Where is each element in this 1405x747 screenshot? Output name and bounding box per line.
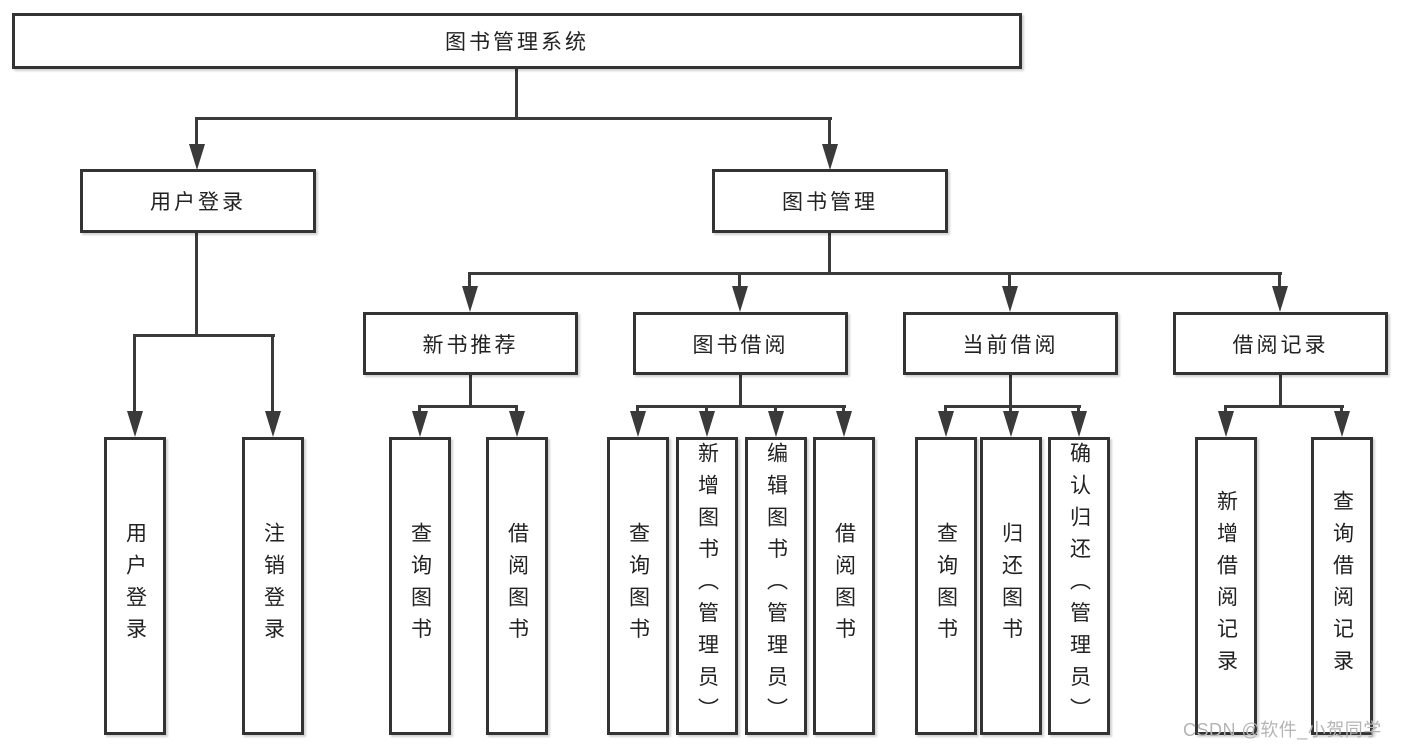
connector-book-management-stem	[828, 233, 831, 274]
connector-split-level3	[468, 272, 1282, 275]
connector-leaf-return-books-drop	[1009, 405, 1012, 415]
node-leaf-borrow-books-2: 借阅图书	[813, 437, 875, 735]
connector-leaf-edit-books-drop	[774, 405, 777, 415]
node-leaf-edit-books-admin-label: 编辑图书（管理员）	[764, 442, 788, 730]
arrowhead-leaf-add-record	[1218, 411, 1234, 437]
arrowhead-leaf-borrow1	[509, 411, 525, 437]
node-book-management: 图书管理	[712, 169, 948, 233]
node-book-borrowing: 图书借阅	[633, 312, 848, 375]
connector-split-borrowing-records	[1224, 405, 1344, 408]
node-leaf-user-login-label: 用户登录	[123, 522, 147, 650]
node-new-book-recommendation: 新书推荐	[363, 312, 578, 375]
connector-split-book-borrowing	[636, 405, 846, 408]
connector-leaf-borrow2-drop	[842, 405, 845, 415]
connector-leaf-add-record-drop	[1224, 405, 1227, 415]
connector-current-borrowing-stem	[1009, 374, 1012, 407]
node-leaf-logout-label: 注销登录	[261, 522, 285, 650]
connector-leaf-query2-drop	[636, 405, 639, 415]
connector-borrowing-records-stem	[1279, 374, 1282, 407]
connector-leaf-query-record-drop	[1340, 405, 1343, 415]
connector-leaf-query3-drop	[944, 405, 947, 415]
arrowhead-leaf-logout	[265, 411, 281, 437]
node-leaf-user-login: 用户登录	[104, 437, 166, 735]
node-leaf-borrow-books-1: 借阅图书	[486, 437, 548, 735]
arrowhead-leaf-add-books	[699, 411, 715, 437]
node-leaf-query-borrow-record: 查询借阅记录	[1311, 437, 1373, 735]
connector-user-login-stem	[195, 233, 198, 336]
arrowhead-leaf-query1	[412, 411, 428, 437]
node-user-login-label: 用户登录	[150, 191, 246, 214]
connector-split-user-login	[133, 334, 275, 337]
connector-book-management-drop	[828, 117, 831, 148]
node-borrowing-records-label: 借阅记录	[1232, 333, 1329, 357]
connector-book-borrowing-drop	[738, 272, 741, 292]
node-leaf-return-books: 归还图书	[980, 437, 1042, 735]
csdn-watermark: CSDN @软件_小贺同学	[1183, 720, 1382, 740]
node-root: 图书管理系统	[12, 13, 1022, 69]
node-leaf-borrow-books-2-label: 借阅图书	[832, 522, 856, 650]
node-user-login: 用户登录	[80, 169, 316, 233]
node-book-borrowing-label: 图书借阅	[692, 333, 789, 357]
connector-leaf-borrow1-drop	[515, 405, 518, 415]
node-current-borrowing: 当前借阅	[903, 312, 1118, 375]
node-leaf-edit-books-admin: 编辑图书（管理员）	[745, 437, 807, 735]
node-leaf-query-borrow-record-label: 查询借阅记录	[1330, 490, 1354, 682]
node-leaf-query-books-2-label: 查询图书	[626, 522, 650, 650]
connector-user-login-drop	[195, 117, 198, 148]
arrowhead-leaf-query3	[938, 411, 954, 437]
node-book-management-label: 图书管理	[782, 191, 878, 214]
arrowhead-borrowing-records	[1272, 286, 1288, 312]
connector-root-stem	[515, 69, 518, 119]
connector-leaf-logout-drop	[271, 334, 274, 415]
connector-borrowing-records-drop	[1278, 272, 1281, 292]
connector-current-borrowing-drop	[1008, 272, 1011, 292]
node-leaf-query-books-3-label: 查询图书	[934, 522, 958, 650]
node-leaf-confirm-return-admin-label: 确认归还（管理员）	[1067, 442, 1091, 730]
arrowhead-leaf-edit-books	[768, 411, 784, 437]
node-borrowing-records: 借阅记录	[1173, 312, 1388, 375]
node-leaf-add-books-admin-label: 新增图书（管理员）	[695, 442, 719, 730]
node-leaf-add-books-admin: 新增图书（管理员）	[676, 437, 738, 735]
connector-leaf-add-books-drop	[705, 405, 708, 415]
node-leaf-query-books-1: 查询图书	[389, 437, 451, 735]
connector-split-new-book	[418, 405, 518, 408]
arrowhead-leaf-query2	[630, 411, 646, 437]
node-new-book-recommendation-label: 新书推荐	[422, 333, 519, 357]
arrowhead-leaf-query-record	[1334, 411, 1350, 437]
arrowhead-leaf-user-login	[127, 411, 143, 437]
node-leaf-query-books-3: 查询图书	[915, 437, 977, 735]
arrowhead-user-login	[189, 144, 205, 170]
connector-split-level2	[196, 117, 832, 120]
node-current-borrowing-label: 当前借阅	[962, 333, 1059, 357]
connector-book-borrowing-stem	[739, 374, 742, 407]
connector-leaf-confirm-return-drop	[1077, 405, 1080, 415]
node-leaf-query-books-2: 查询图书	[607, 437, 669, 735]
node-root-label: 图书管理系统	[445, 31, 589, 54]
arrowhead-leaf-return-books	[1003, 411, 1019, 437]
connector-new-book-stem	[469, 374, 472, 407]
arrowhead-book-management	[822, 144, 838, 170]
arrowhead-new-book	[462, 286, 478, 312]
connector-new-book-drop	[468, 272, 471, 292]
connector-leaf-user-login-drop	[133, 334, 136, 415]
arrowhead-leaf-borrow2	[836, 411, 852, 437]
arrowhead-book-borrowing	[732, 286, 748, 312]
connector-leaf-query1-drop	[418, 405, 421, 415]
node-leaf-borrow-books-1-label: 借阅图书	[505, 522, 529, 650]
node-leaf-add-borrow-record: 新增借阅记录	[1195, 437, 1257, 735]
node-leaf-query-books-1-label: 查询图书	[408, 522, 432, 650]
connector-split-current-borrowing	[944, 405, 1081, 408]
arrowhead-current-borrowing	[1002, 286, 1018, 312]
node-leaf-confirm-return-admin: 确认归还（管理员）	[1048, 437, 1110, 735]
node-leaf-return-books-label: 归还图书	[999, 522, 1023, 650]
node-leaf-logout: 注销登录	[242, 437, 304, 735]
node-leaf-add-borrow-record-label: 新增借阅记录	[1214, 490, 1238, 682]
arrowhead-leaf-confirm-return	[1071, 411, 1087, 437]
